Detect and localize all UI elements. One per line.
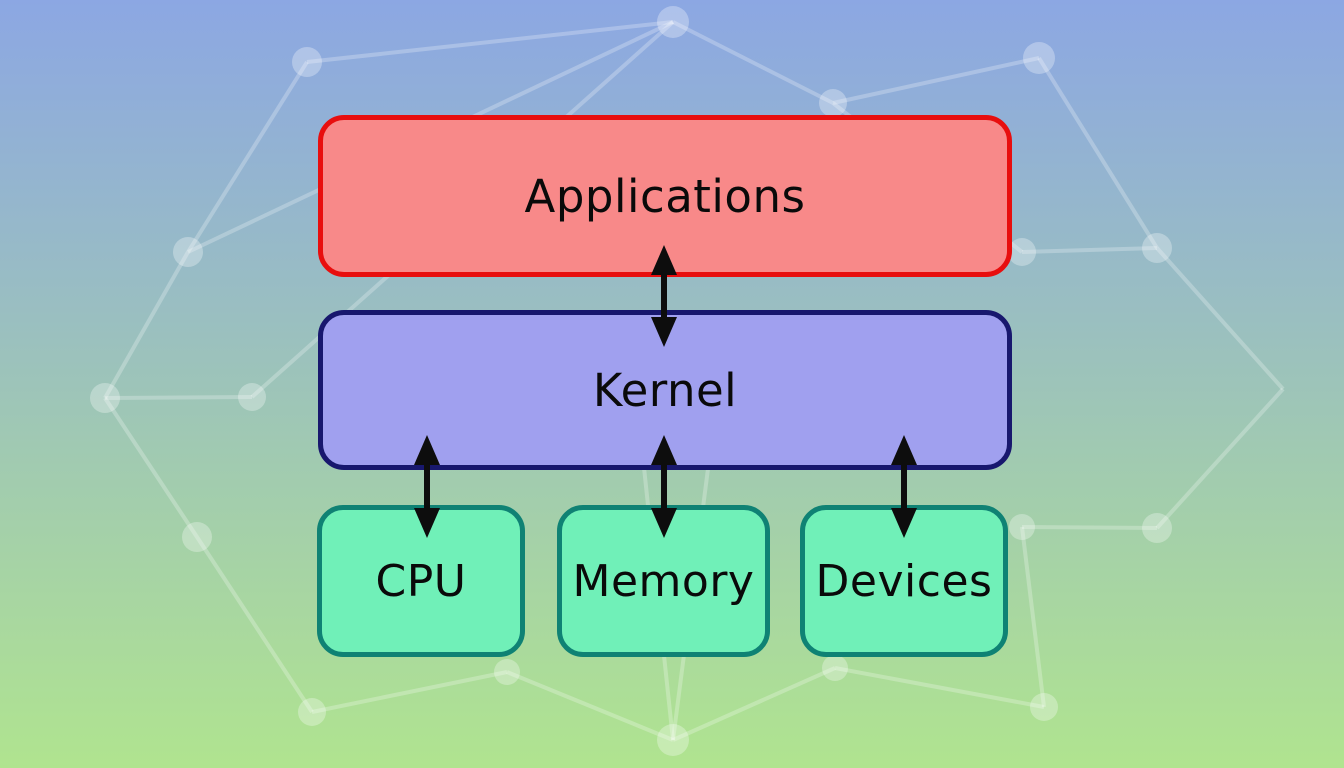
node-applications: Applications xyxy=(318,115,1012,277)
node-cpu: CPU xyxy=(317,505,525,657)
node-kernel: Kernel xyxy=(318,310,1012,470)
node-cpu-label: CPU xyxy=(375,555,467,607)
node-kernel-label: Kernel xyxy=(592,363,738,417)
node-memory: Memory xyxy=(557,505,770,657)
node-devices-label: Devices xyxy=(815,555,993,607)
node-memory-label: Memory xyxy=(572,555,755,607)
node-devices: Devices xyxy=(800,505,1008,657)
node-applications-label: Applications xyxy=(524,169,806,223)
